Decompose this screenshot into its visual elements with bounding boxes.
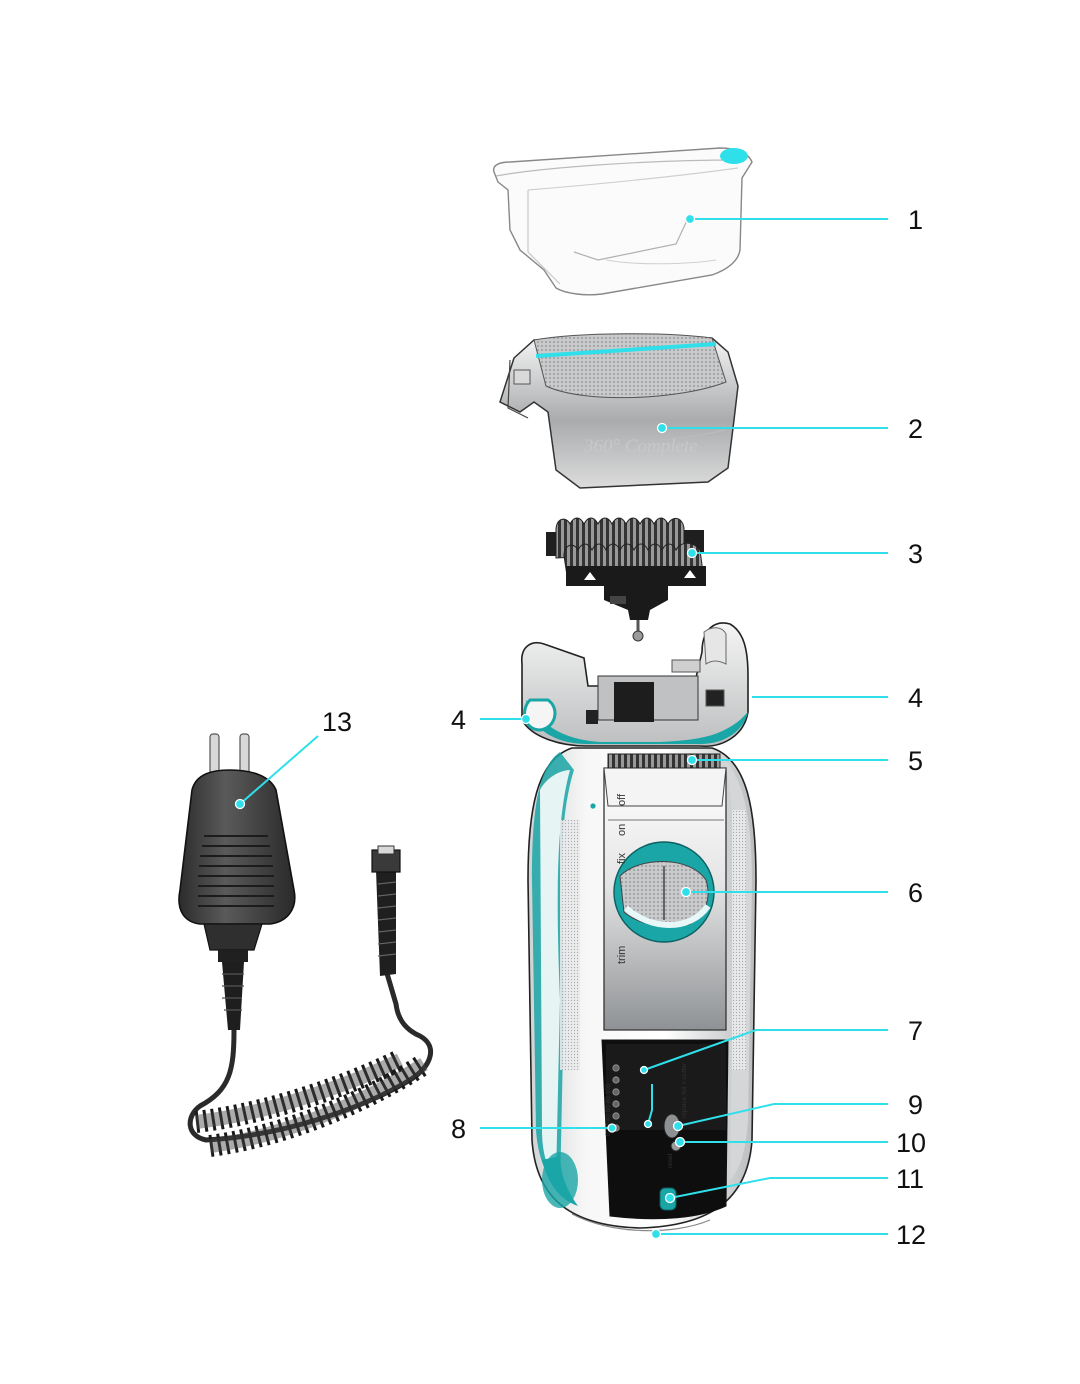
switch-label-trim: trim	[616, 946, 628, 964]
callout-3: 3	[908, 539, 923, 569]
cap-highlight	[720, 148, 748, 164]
cutter-block	[546, 517, 706, 642]
callout-4-left: 4	[451, 705, 466, 735]
switch-label-on: on	[616, 824, 628, 836]
callout-1: 1	[908, 205, 923, 235]
callout-leaders	[239, 218, 888, 1235]
charge-level-label: 0 20 40 60 80 100	[605, 1083, 612, 1136]
callout-6: 6	[908, 878, 923, 908]
replace-foil-label: replace foil + cutter	[681, 1062, 688, 1118]
callout-7: 7	[908, 1016, 923, 1046]
callout-8: 8	[451, 1114, 466, 1144]
callout-dots	[234, 213, 698, 1240]
callout-5: 5	[908, 746, 923, 776]
protective-cap	[492, 147, 753, 296]
foil-frame: 360° Complete	[499, 333, 739, 489]
switch-label-off: off	[616, 793, 628, 806]
charge-level-leds	[612, 1064, 620, 1132]
callout-13: 13	[322, 707, 352, 737]
callout-12: 12	[896, 1220, 926, 1250]
shaving-head-frame	[521, 622, 749, 747]
callout-10: 10	[896, 1128, 926, 1158]
switch-label-fix: fix	[616, 853, 628, 865]
callout-9: 9	[908, 1090, 923, 1120]
power-charger	[178, 733, 433, 1157]
callout-11: 11	[896, 1164, 924, 1194]
callout-4-right: 4	[908, 683, 923, 713]
reset-label: reset	[667, 1153, 674, 1168]
foil-brand-text: 360° Complete	[583, 436, 698, 457]
shaver-body	[527, 747, 757, 1232]
callout-2: 2	[908, 414, 923, 444]
